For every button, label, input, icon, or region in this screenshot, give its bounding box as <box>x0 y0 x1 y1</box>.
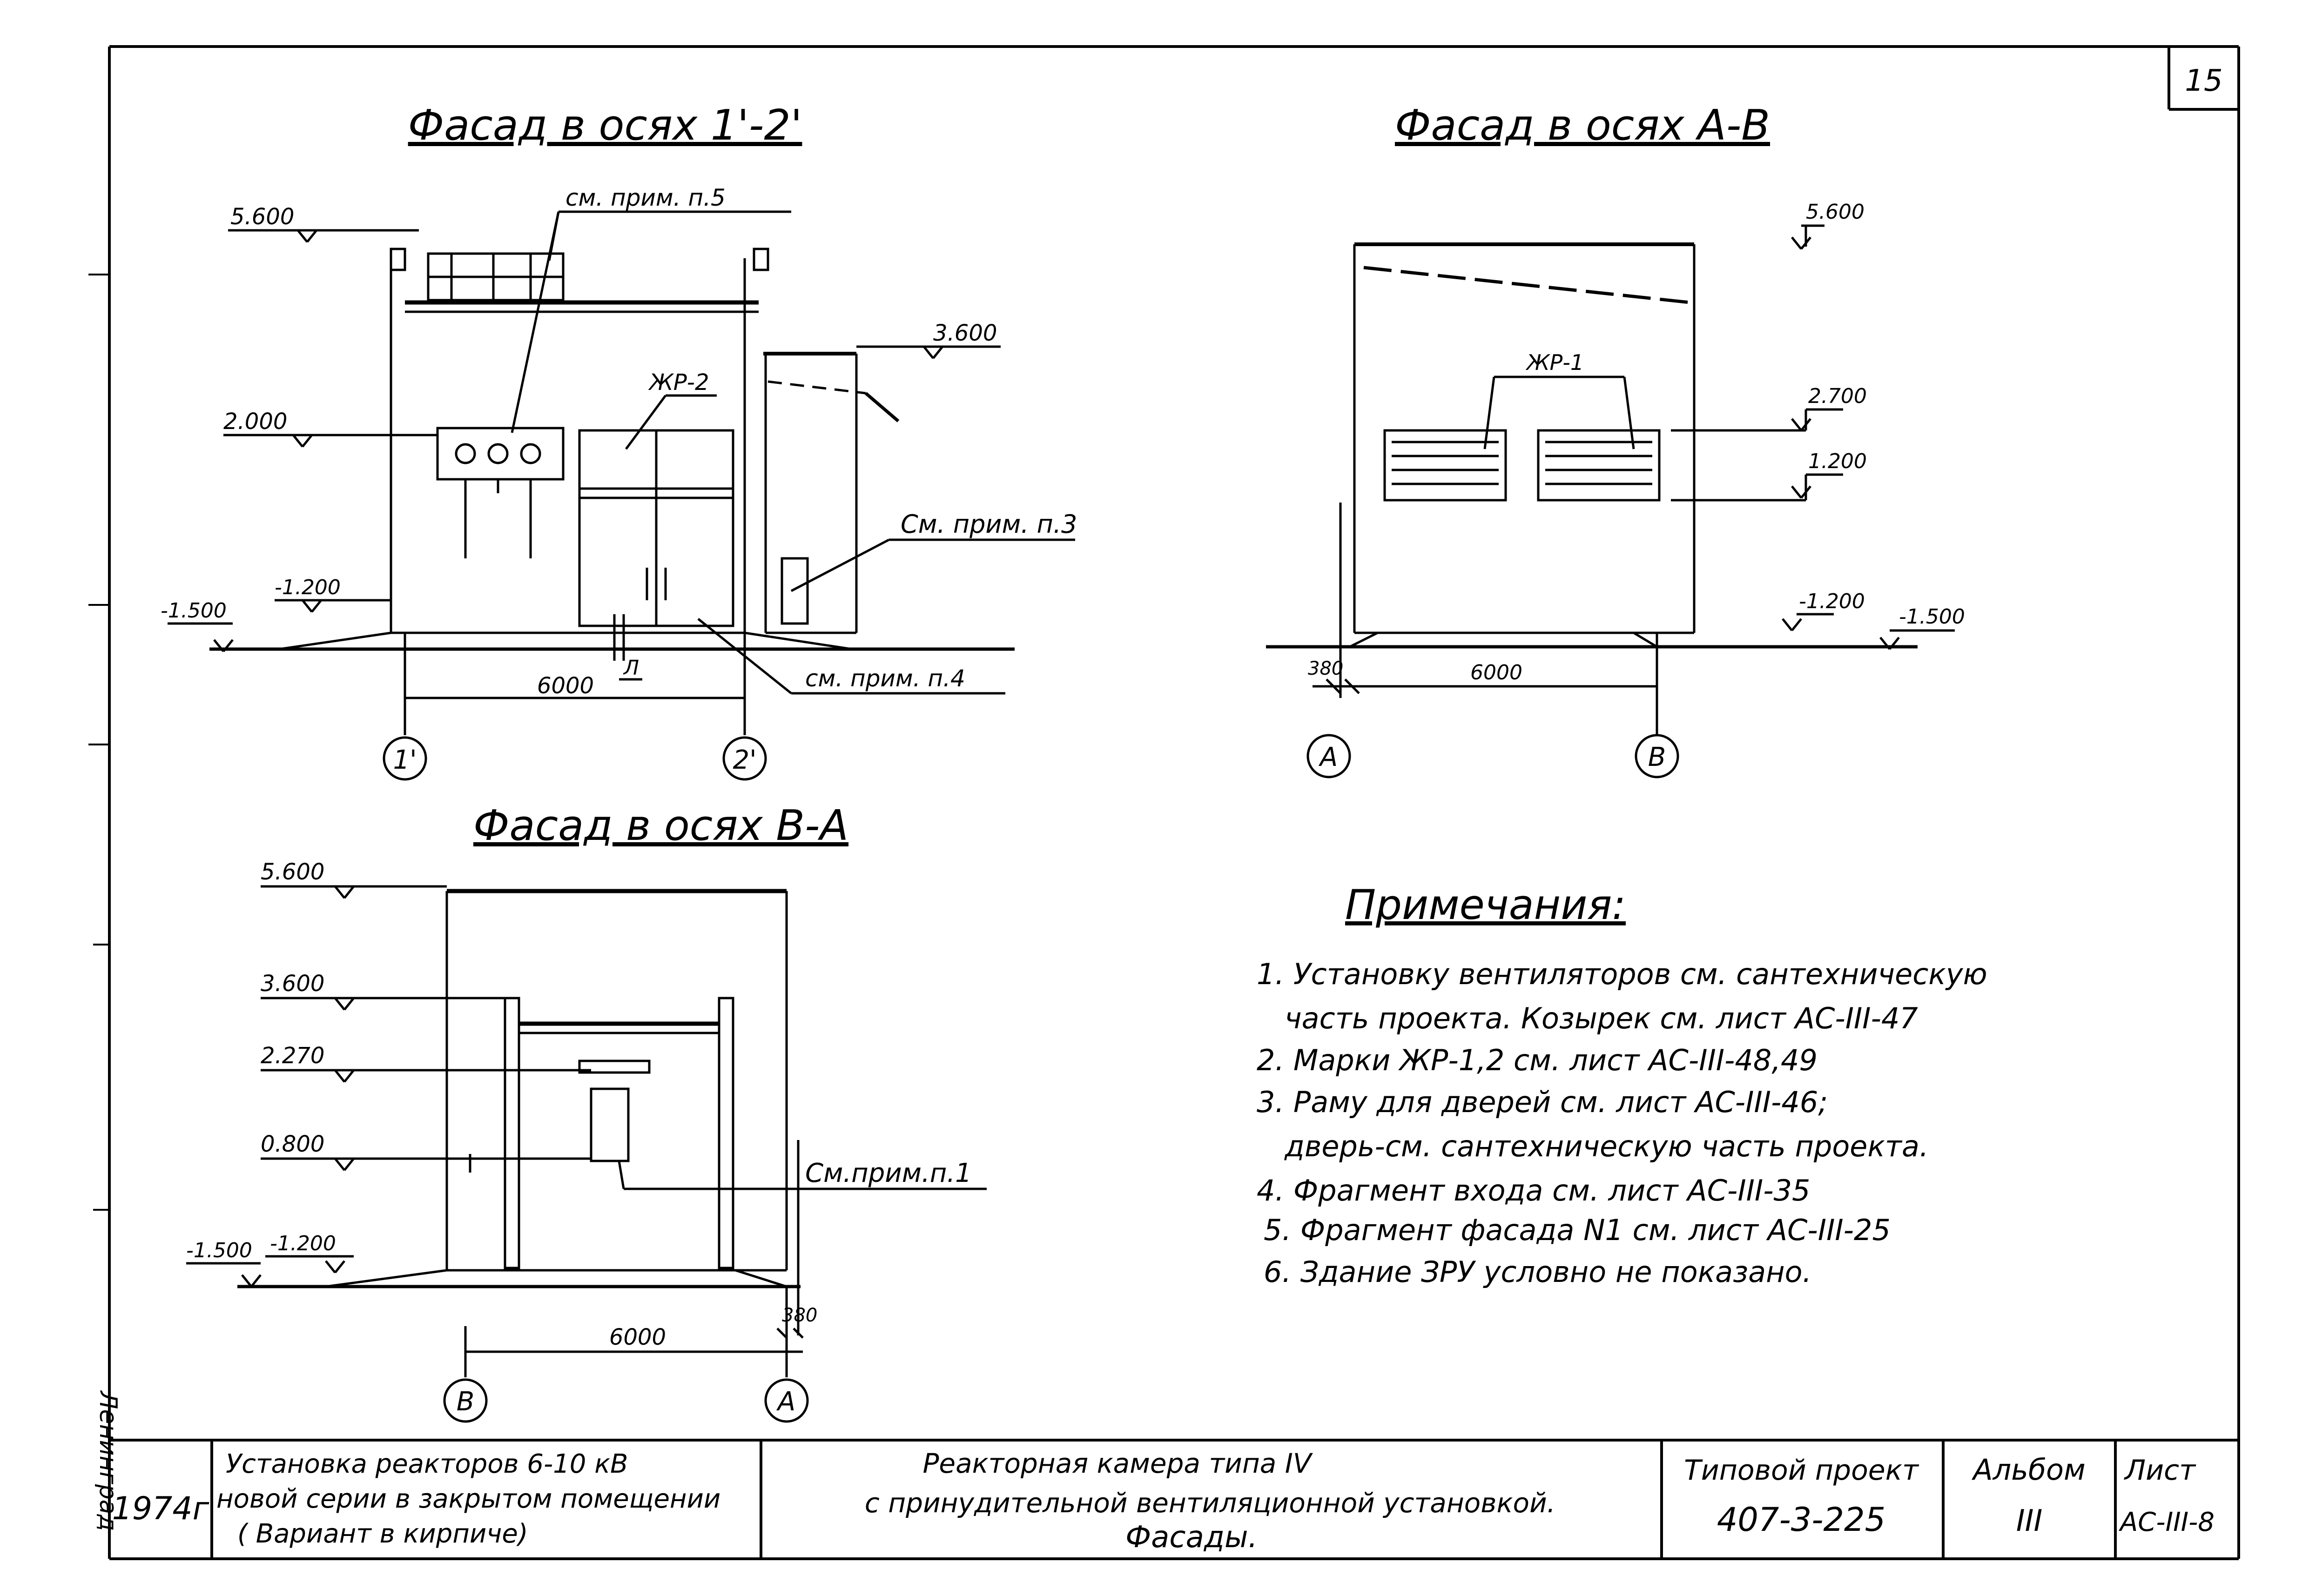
facade-1-2-dimension: 6000 <box>537 673 594 699</box>
project-label: Типовой проект <box>1684 1454 1919 1487</box>
facade-b-a-level-3600: 3.600 <box>261 971 324 997</box>
facade-1-2-level-3600: 3.600 <box>933 320 997 346</box>
note-item-1: 1. Установку вентиляторов см. сантехниче… <box>1257 957 1987 991</box>
facade-a-b-dim-380: 380 <box>1308 658 1343 679</box>
facade-b-a-level-m1200: -1.200 <box>270 1232 336 1255</box>
side-stamp: Ленинград <box>94 1390 122 1531</box>
axis-b2-label: В <box>457 1387 474 1417</box>
facade-b-a-dim-6000: 6000 <box>609 1324 666 1350</box>
facade-b-a-level-m1500: -1.500 <box>186 1239 252 1262</box>
facade-a-b-level-m1200: -1.200 <box>1799 590 1865 613</box>
note-item-4: 4. Фрагмент входа см. лист АС-III-35 <box>1257 1174 1810 1207</box>
title-main-3: Фасады. <box>1125 1520 1258 1555</box>
project-value: 407-3-225 <box>1717 1501 1885 1539</box>
title-year: 1974г <box>112 1490 210 1527</box>
title-main-2: с принудительной вентиляционной установк… <box>865 1487 1555 1519</box>
facade-b-a-dim-380: 380 <box>782 1305 817 1326</box>
title-main-1: Реакторная камера типа IV <box>922 1448 1313 1479</box>
title-desc-1: Установка реакторов 6-10 кВ <box>226 1449 628 1479</box>
title-desc-2: новой серии в закрытом помещении <box>216 1484 720 1514</box>
facade-a-b-dim-6000: 6000 <box>1470 661 1522 684</box>
facade-a-b-level-m1500: -1.500 <box>1899 605 1965 629</box>
note-item-3: 3. Раму для дверей см. лист АС-III-46; <box>1257 1085 1828 1119</box>
facade-1-2-level-m1500: -1.500 <box>161 599 227 623</box>
facade-1-2-louver-mark: ЖР-2 <box>648 369 709 396</box>
note-item-5: 5. Фрагмент фасада N1 см. лист АС-III-25 <box>1264 1213 1891 1247</box>
facade-1-2-level-5600: 5.600 <box>230 204 294 230</box>
axis-a-label: А <box>1319 742 1338 772</box>
title-block: 1974г Установка реакторов 6-10 кВ новой … <box>109 1439 2239 1559</box>
sheet-number: 15 <box>2185 64 2222 98</box>
facade-b-a-level-0800: 0.800 <box>261 1131 324 1157</box>
sheet-frame <box>88 45 2240 1560</box>
title-desc-3: ( Вариант в кирпиче) <box>237 1519 528 1549</box>
facade-a-b-level-2700: 2.700 <box>1808 384 1867 408</box>
note-item-2: 2. Марки ЖР-1,2 см. лист АС-III-48,49 <box>1257 1043 1818 1077</box>
album-value: III <box>2016 1504 2043 1538</box>
facade-1-2-note-5: см. прим. п.5 <box>565 184 726 211</box>
notes-title: Примечания: <box>1345 881 1626 929</box>
facade-a-b-level-1200: 1.200 <box>1808 449 1867 473</box>
note-item-6: 6. Здание ЗРУ условно не показано. <box>1264 1255 1811 1289</box>
axis-1-label: 1' <box>393 745 417 775</box>
facade-1-2-note-4: см. прим. п.4 <box>805 665 965 692</box>
note-item-3b: дверь-см. сантехническую часть проекта. <box>1284 1129 1929 1163</box>
facade-a-b: Фасад в осях А-В <box>1266 101 1965 778</box>
facade-a-b-level-5600: 5.600 <box>1806 200 1865 224</box>
facade-1-2-note-3: См. прим. п.3 <box>901 510 1077 539</box>
facade-b-a-note: См.прим.п.1 <box>805 1158 972 1188</box>
sheet-value: АС-III-8 <box>2119 1507 2215 1537</box>
facade-b-a: Фасад в осях В-А <box>186 801 987 1423</box>
axis-a2-label: А <box>776 1387 795 1417</box>
facade-1-2-level-2000: 2.000 <box>223 409 287 435</box>
facade-b-a-title: Фасад в осях В-А <box>473 801 848 850</box>
axis-2-label: 2' <box>733 745 756 775</box>
facade-1-2-misc-mark: Л <box>623 656 639 680</box>
album-label: Альбом <box>1971 1453 2086 1487</box>
note-item-1b: часть проекта. Козырек см. лист АС-III-4… <box>1285 1001 1918 1035</box>
facade-b-a-level-5600: 5.600 <box>261 859 324 885</box>
facade-a-b-title: Фасад в осях А-В <box>1395 101 1770 150</box>
sheet-label: Лист <box>2124 1454 2196 1487</box>
facade-a-b-louver-mark: ЖР-1 <box>1525 350 1584 375</box>
notes-block: Примечания: 1. Установку вентиляторов см… <box>1257 881 1987 1289</box>
facade-1-2: Фасад в осях 1'-2' <box>161 101 1077 781</box>
facade-1-2-title: Фасад в осях 1'-2' <box>408 101 802 150</box>
axis-b-label: В <box>1648 742 1666 772</box>
facade-1-2-level-m1200: -1.200 <box>275 576 341 599</box>
facade-b-a-level-2270: 2.270 <box>261 1043 324 1069</box>
